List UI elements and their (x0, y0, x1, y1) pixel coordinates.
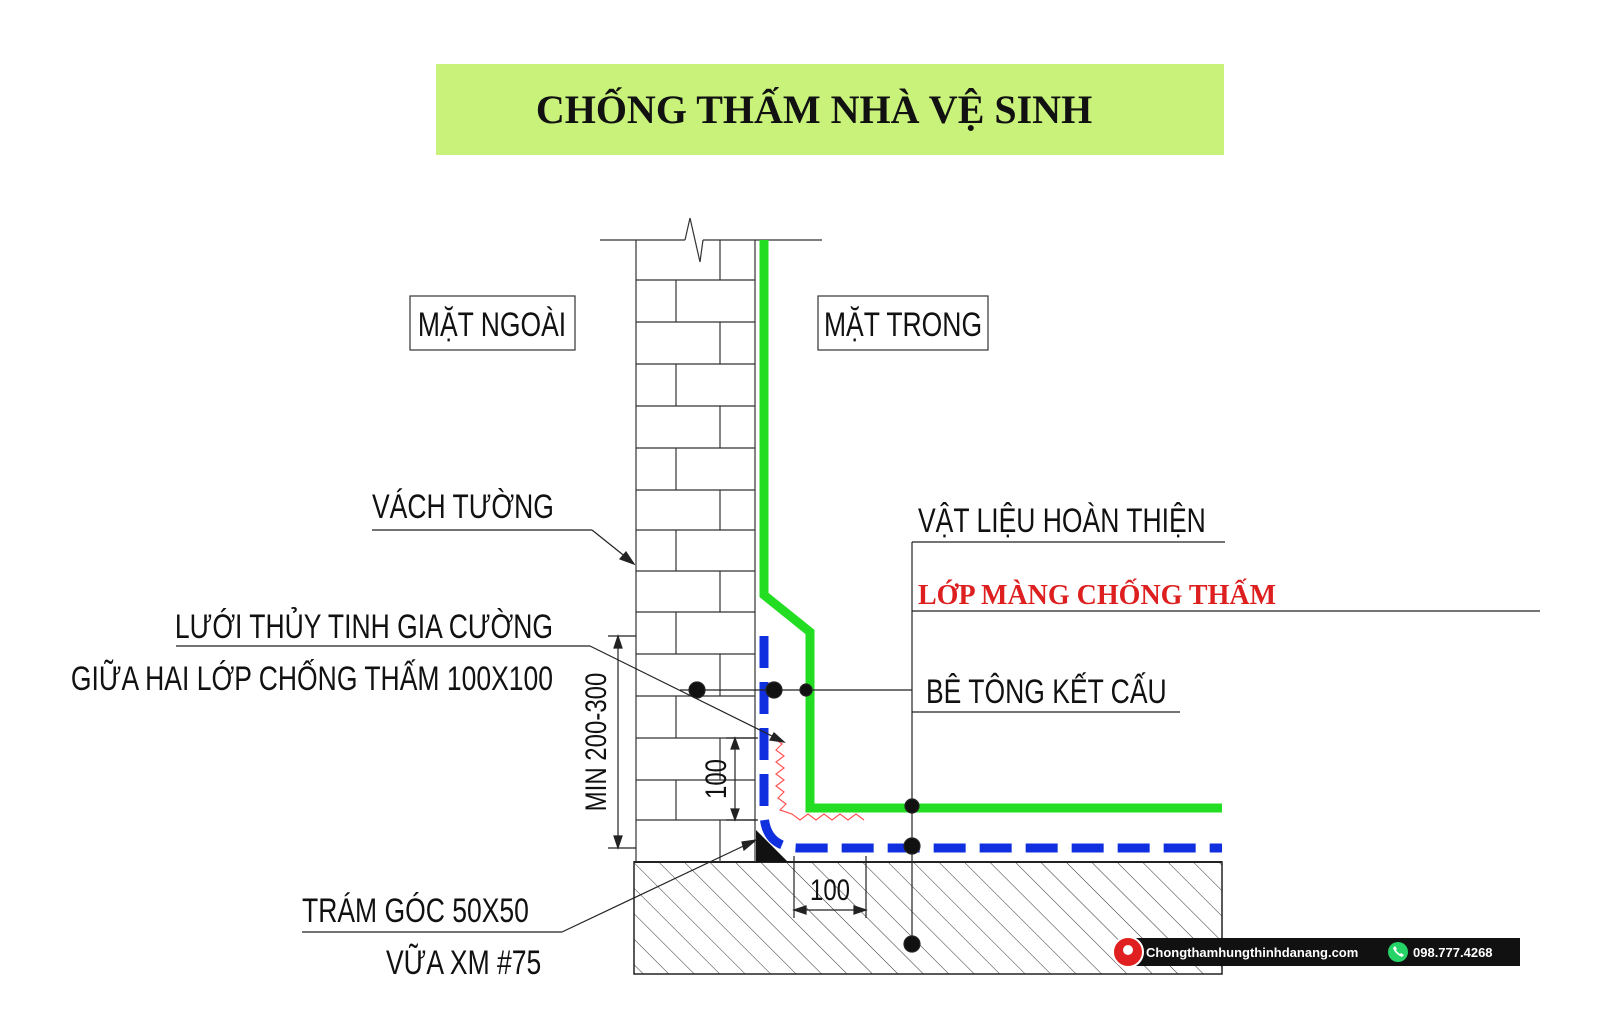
dimension-horizontal-100-label: 100 (810, 872, 850, 906)
fillet-leader (302, 839, 759, 933)
callout-leaders-right (680, 541, 1540, 953)
page-title: CHỐNG THẤM NHÀ VỆ SINH (536, 86, 1092, 132)
dimension-horizontal-100 (792, 856, 868, 918)
corner-fillet (756, 830, 788, 862)
brick-wall (600, 217, 822, 862)
website-text: Chongthamhungthinhdanang.com (1146, 945, 1358, 960)
wall-label: VÁCH TƯỜNG (372, 487, 554, 526)
branding-strip (1120, 938, 1520, 966)
fillet-label-line1: TRÁM GÓC 50X50 (302, 891, 529, 930)
fillet-label-line2: VỮA XM #75 (386, 943, 541, 982)
mesh-leader (176, 645, 786, 743)
dimension-min-label: MIN 200-300 (578, 673, 612, 812)
outside-label: MẶT NGOÀI (418, 305, 566, 344)
glass-mesh-reinforcement (773, 737, 865, 821)
inside-label: MẶT TRONG (824, 305, 982, 344)
membrane-label: LỚP MÀNG CHỐNG THẤM (918, 579, 1276, 611)
outside-label-box (409, 295, 576, 351)
finish-material-layer (759, 240, 1222, 813)
location-pin-icon (1112, 936, 1144, 968)
phone-text: 098.777.4268 (1413, 945, 1493, 960)
concrete-label: BÊ TÔNG KẾT CẤU (926, 672, 1167, 711)
finish-material-label: VẬT LIỆU HOÀN THIỆN (918, 501, 1206, 540)
mesh-label-line2: GIỮA HAI LỚP CHỐNG THẤM 100X100 (71, 658, 553, 698)
waterproof-membrane-layer (759, 636, 1222, 853)
dimension-min-height (608, 634, 636, 850)
mesh-label-line1: LƯỚI THỦY TINH GIA CƯỜNG (175, 606, 553, 646)
dimension-vertical-100 (726, 736, 758, 822)
title-banner (436, 64, 1224, 155)
dimension-vertical-100-label: 100 (698, 759, 732, 799)
inside-label-box (817, 295, 989, 351)
phone-icon (1388, 942, 1408, 962)
wall-leader (372, 529, 636, 566)
